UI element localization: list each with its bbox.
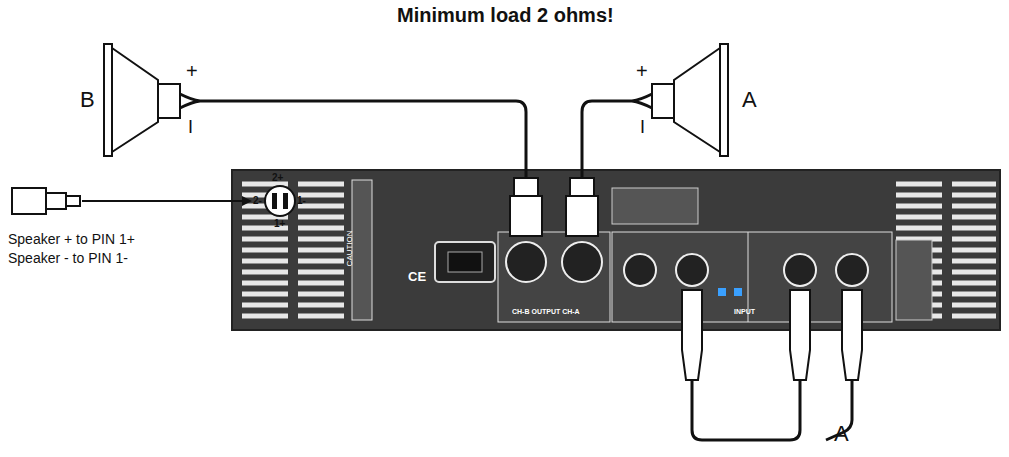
vent-slot <box>242 259 288 264</box>
pin-name: 2- <box>253 195 262 206</box>
switch <box>734 288 742 296</box>
polarity-mark: + <box>186 60 198 82</box>
speaker-a <box>652 44 728 156</box>
vent-slot <box>298 226 344 231</box>
power-inlet-socket <box>448 252 482 272</box>
vent-slot <box>952 314 996 319</box>
setting-table <box>896 240 932 320</box>
vent-slot <box>952 182 996 187</box>
xlr-plugs <box>682 290 862 380</box>
vent-slot <box>298 182 344 187</box>
vent-slot <box>242 270 288 275</box>
input-label: INPUT <box>734 308 755 316</box>
vent-slot <box>298 248 344 253</box>
vent-slot <box>298 270 344 275</box>
wiring-note: Speaker - to PIN 1- <box>8 251 128 266</box>
speaker-letter: B <box>80 88 95 112</box>
vent-slot <box>952 204 996 209</box>
polarity-mark: + <box>636 60 648 82</box>
vent-slot <box>952 237 996 242</box>
arrowhead <box>242 196 252 206</box>
title: Minimum load 2 ohms! <box>397 4 614 26</box>
vent-slot <box>298 215 344 220</box>
speakon-socket-a <box>562 242 602 282</box>
vent-slot <box>896 193 942 198</box>
vent-slot <box>242 292 288 297</box>
mode-table <box>612 188 698 224</box>
speakon-plug-inset <box>12 188 80 214</box>
vent-slot <box>952 281 996 286</box>
vent-slot <box>298 314 344 319</box>
vent-slot <box>952 226 996 231</box>
vent-slot <box>952 215 996 220</box>
vent-slot <box>896 182 942 187</box>
caution-text: CAUTION <box>346 230 355 266</box>
vent-slot <box>242 248 288 253</box>
xlr-cables <box>692 380 852 440</box>
vent-slot <box>298 303 344 308</box>
vent-slot <box>242 237 288 242</box>
output-section <box>498 232 610 322</box>
speaker-cables <box>180 94 652 178</box>
vent-slot <box>952 259 996 264</box>
vent-slot <box>896 204 942 209</box>
arrow-line <box>82 200 250 202</box>
vent-slot <box>298 292 344 297</box>
vent-slot <box>242 303 288 308</box>
vent-slot <box>298 237 344 242</box>
speaker-letter: A <box>742 88 757 112</box>
vent-slot <box>896 226 942 231</box>
pin-name: 1+ <box>274 218 285 229</box>
ce-mark: CE <box>408 270 426 284</box>
wiring-note: Speaker + to PIN 1+ <box>8 232 135 247</box>
vent-slot <box>896 215 942 220</box>
switch <box>718 288 726 296</box>
pins <box>272 193 288 209</box>
vent-slot <box>952 270 996 275</box>
polarity-mark: I <box>640 118 645 138</box>
vent-slot <box>242 281 288 286</box>
amplifier-panel <box>232 170 1000 330</box>
xlr-sockets <box>624 254 868 286</box>
speaker-b <box>104 44 180 156</box>
speakon-socket-b <box>506 242 546 282</box>
vent-slot <box>952 193 996 198</box>
vent-slot <box>242 314 288 319</box>
output-label: CH-B OUTPUT CH-A <box>512 308 580 316</box>
vent-slot <box>952 248 996 253</box>
vent-slot <box>952 292 996 297</box>
signal-letter: A <box>834 422 849 446</box>
caution-plate <box>352 180 372 320</box>
power-inlet <box>435 242 495 282</box>
speakon-plugs <box>510 178 598 236</box>
pin-face <box>265 186 295 216</box>
vent-slot <box>298 281 344 286</box>
pin-name: 1- <box>297 195 306 206</box>
vent-slot <box>298 259 344 264</box>
vent-slot <box>952 303 996 308</box>
pin-name: 2+ <box>272 172 283 183</box>
polarity-mark: I <box>188 118 193 138</box>
